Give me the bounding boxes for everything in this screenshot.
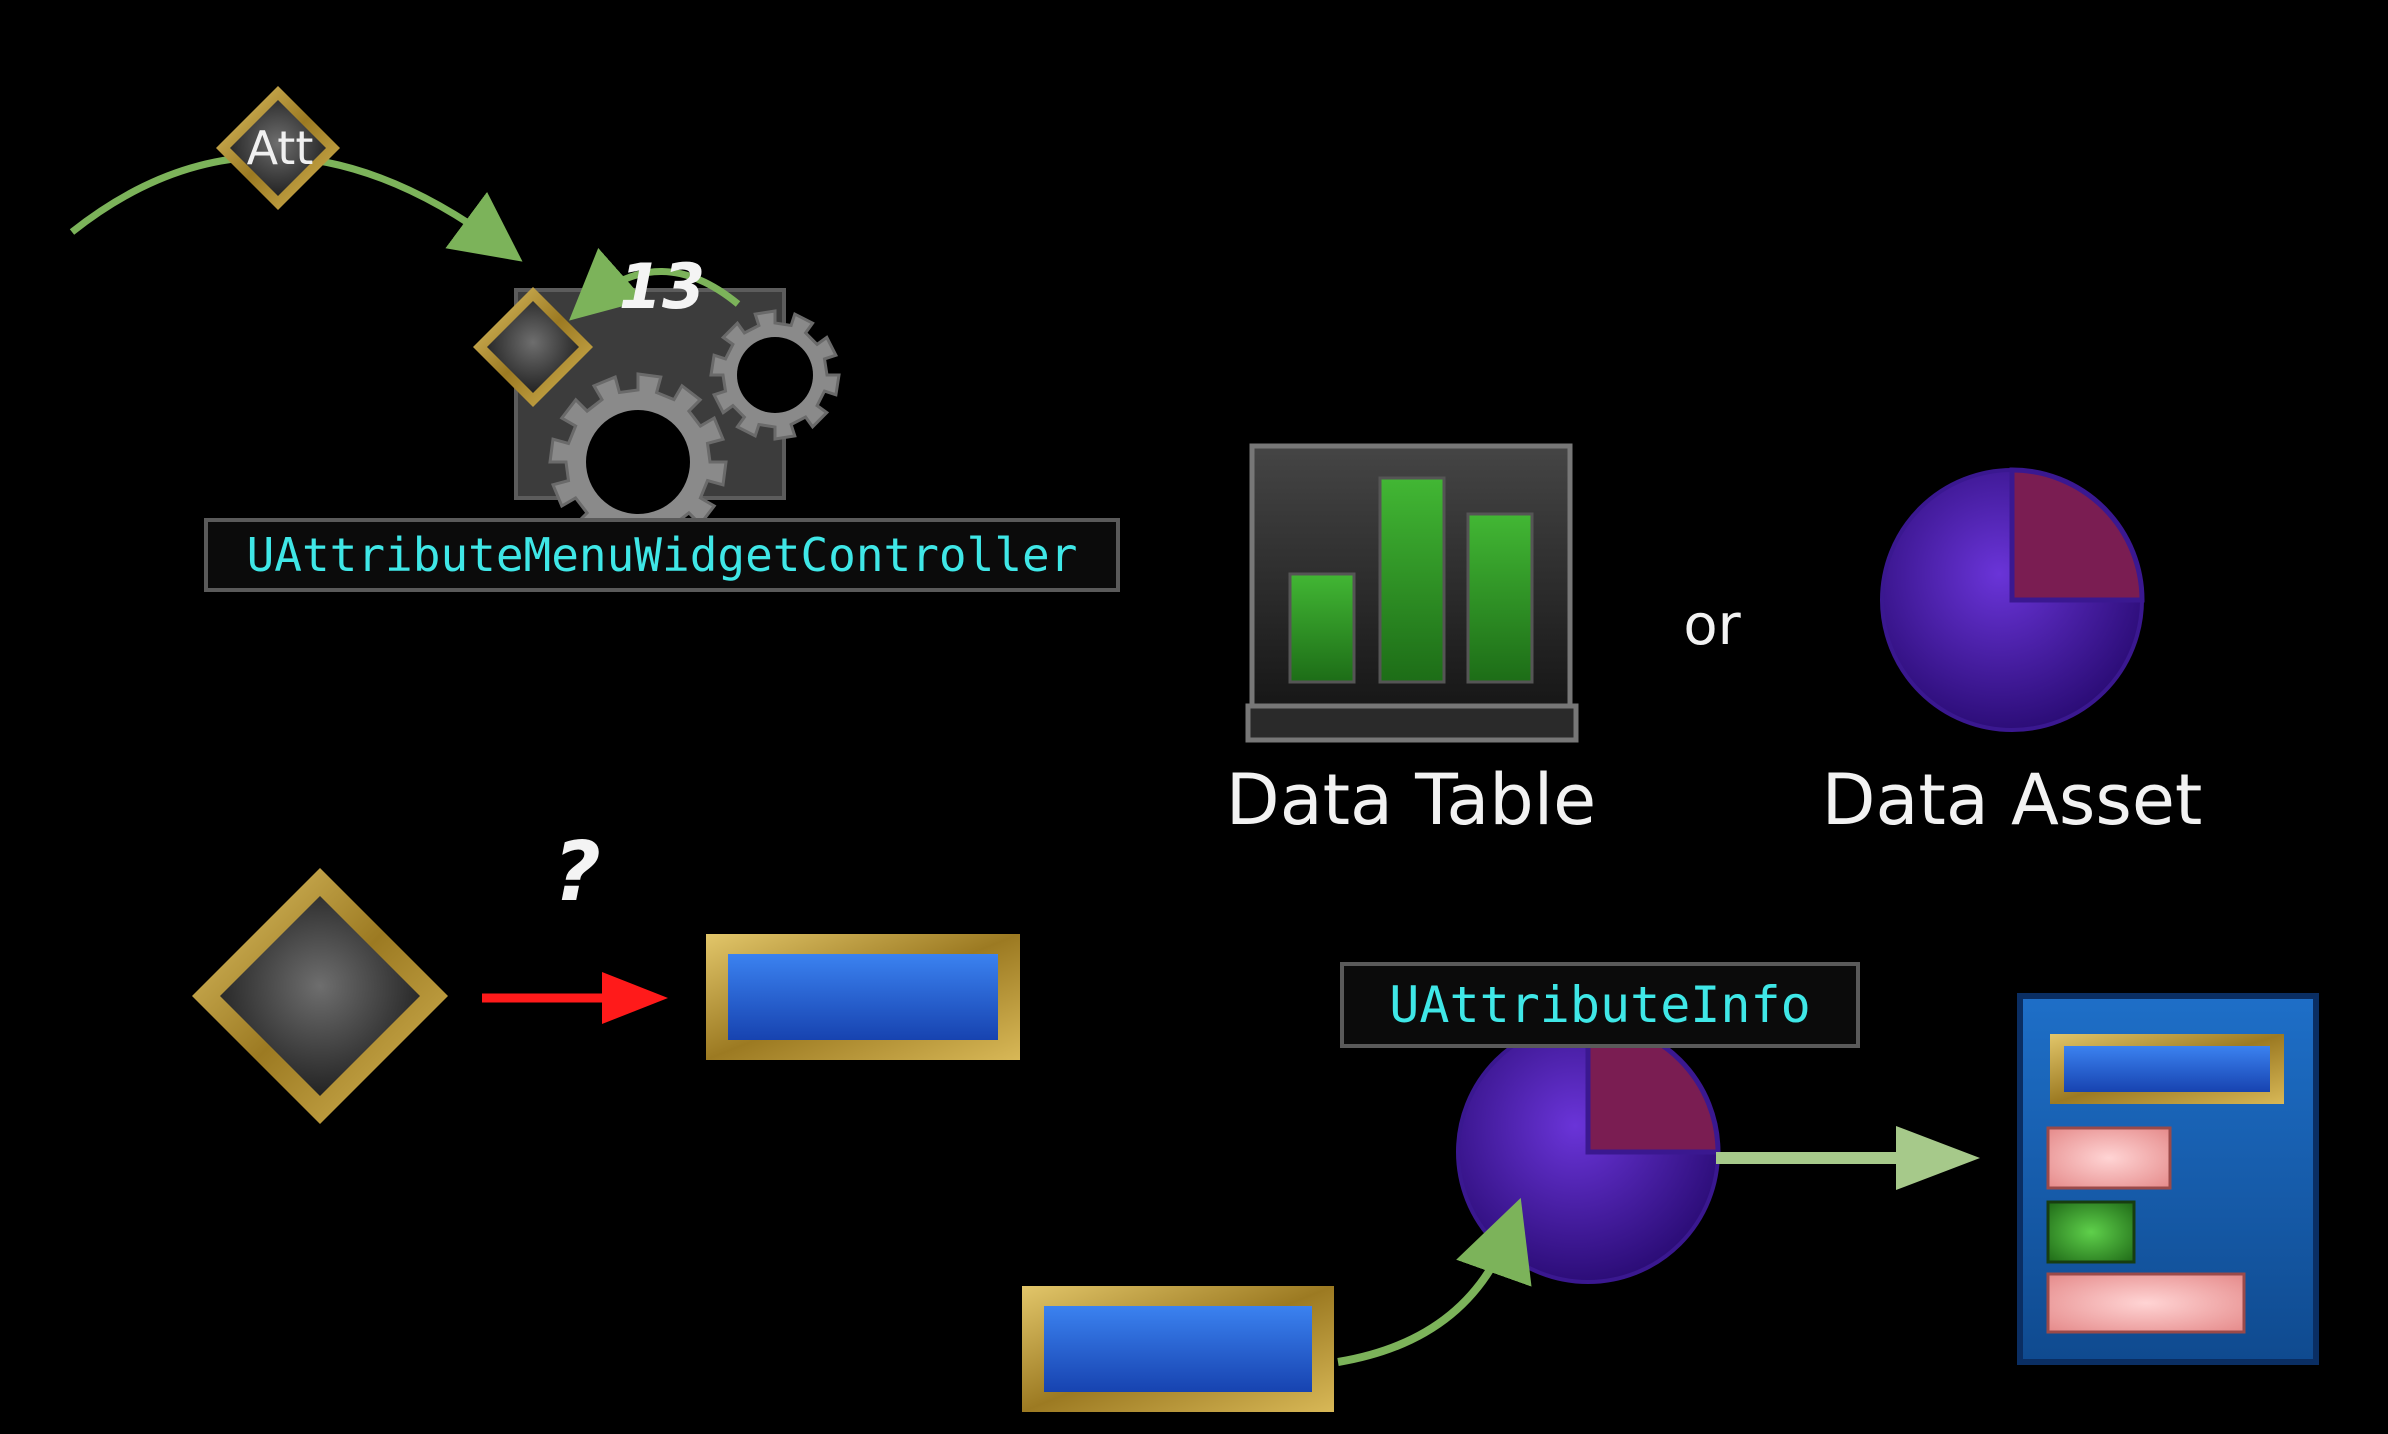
small-diamond-icon: [473, 287, 593, 407]
attribute-info-pie-icon: [1456, 1019, 1721, 1284]
source-widget-bar-icon: [1022, 1286, 1334, 1412]
controller-label: UAttributeMenuWidgetController: [204, 518, 1120, 592]
lookup-arc-arrow: [1337, 1197, 1532, 1366]
attribute-badge: Att: [216, 86, 340, 210]
attribute-diamond-icon: [192, 868, 448, 1124]
attribute-count: 13: [619, 250, 705, 323]
gear-icon: [709, 309, 841, 441]
widget-bar-icon: [706, 934, 1020, 1060]
or-text: or: [1683, 593, 1741, 658]
attribute-info-label: UAttributeInfo: [1340, 962, 1860, 1048]
red-arrow: [482, 972, 668, 1024]
widget-panel-icon: [2017, 993, 2319, 1365]
bar-chart-icon: [1245, 443, 1579, 743]
attribute-info-label-text: UAttributeInfo: [1389, 976, 1811, 1034]
attribute-badge-text: Att: [247, 121, 314, 175]
gear-icon: [548, 372, 728, 552]
question-mark: ?: [553, 825, 601, 920]
output-arrow: [1716, 1126, 1980, 1190]
data-table-caption: Data Table: [1226, 759, 1596, 841]
pie-chart-icon: [1880, 467, 2145, 732]
controller-label-text: UAttributeMenuWidgetController: [246, 528, 1078, 582]
data-asset-caption: Data Asset: [1822, 759, 2203, 841]
count-arc-arrow: [569, 247, 741, 321]
